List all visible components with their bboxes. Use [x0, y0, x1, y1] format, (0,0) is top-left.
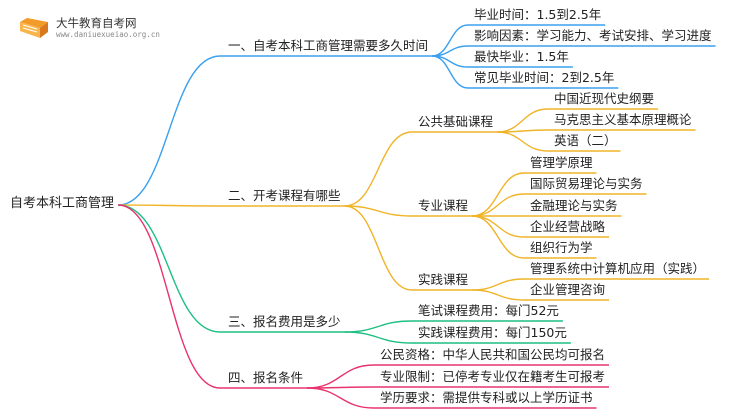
site-logo: 大牛教育自考网 www.daniuexueiao.org.cn [18, 16, 160, 40]
leaf-requirement-1: 公民资格：中华人民共和国公民均可报名 [380, 347, 606, 362]
branch-courses-link [118, 204, 221, 207]
leaf-fee-2-link [344, 331, 413, 344]
book-logo-icon [18, 16, 50, 40]
leaf-major-4-link [472, 215, 525, 238]
leaf-requirement-2: 专业限制：已停考专业仅在籍考生可报考 [380, 369, 606, 384]
leaf-major-4: 企业经营战略 [530, 219, 606, 234]
leaf-practice-2: 企业管理咨询 [530, 282, 606, 297]
branch-courses: 二、开考课程有哪些 [228, 188, 341, 203]
leaf-major-2: 国际贸易理论与实务 [530, 176, 643, 191]
leaf-major-1: 管理学原理 [530, 155, 593, 170]
leaf-major-3: 金融理论与实务 [530, 198, 618, 213]
group-practice-courses-link [344, 205, 413, 291]
leaf-duration-1: 毕业时间：1.5到2.5年 [474, 7, 602, 22]
leaf-requirement-1-link [307, 364, 375, 389]
logo-url: www.daniuexueiao.org.cn [56, 30, 160, 39]
leaf-fee-2: 实践课程费用：每门150元 [418, 325, 567, 340]
leaf-requirement-3: 学历要求：需提供专科或以上学历证书 [380, 390, 593, 405]
group-public-courses-link [344, 131, 413, 207]
leaf-public-2: 马克思主义基本原理概论 [554, 112, 692, 127]
group-major-courses: 专业课程 [418, 198, 469, 213]
leaf-public-1-link [497, 108, 549, 133]
group-practice-courses: 实践课程 [418, 272, 469, 287]
leaf-fee-1: 笔试课程费用：每门52元 [418, 303, 559, 318]
leaf-public-1: 中国近现代史纲要 [554, 91, 655, 106]
branch-duration: 一、自考本科工商管理需要多久时间 [228, 38, 429, 53]
leaf-major-5: 组织行为学 [530, 240, 593, 255]
branch-requirements: 四、报名条件 [228, 370, 304, 385]
leaf-major-5-link [471, 215, 525, 259]
branch-requirements-link [118, 204, 221, 389]
logo-name: 大牛教育自考网 [56, 16, 137, 30]
leaf-practice-1: 管理系统中计算机应用（实践） [530, 261, 706, 276]
leaf-fee-1-link [344, 320, 413, 333]
leaf-requirement-3-link [307, 387, 375, 409]
branch-fees-link [118, 204, 221, 333]
leaf-duration-2: 影响因素：学习能力、考试安排、学习进度 [474, 28, 712, 43]
leaf-public-3-link [497, 131, 549, 152]
root-node: 自考本科工商管理 [10, 196, 115, 211]
leaf-duration-4-link [431, 55, 469, 89]
leaf-duration-4: 常见毕业时间：2到2.5年 [474, 70, 615, 85]
leaf-practice-2-link [472, 289, 525, 301]
branch-duration-link [118, 55, 221, 206]
group-major-courses-link [344, 205, 413, 217]
leaf-major-2-link [472, 193, 525, 217]
leaf-public-3: 英语（二） [554, 133, 617, 148]
leaf-duration-3: 最快毕业：1.5年 [474, 49, 569, 64]
group-public-courses: 公共基础课程 [418, 114, 494, 129]
branch-fees: 三、报名费用是多少 [228, 314, 341, 329]
leaf-practice-1-link [472, 278, 525, 291]
